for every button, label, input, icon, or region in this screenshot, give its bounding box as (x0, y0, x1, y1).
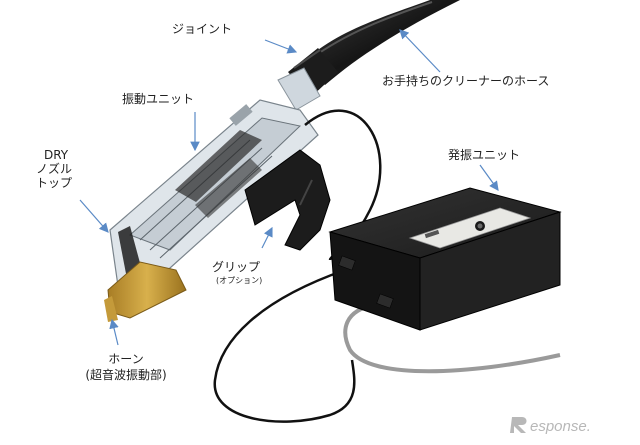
label-top: トップ (36, 176, 73, 190)
arrow-joint (264, 39, 298, 54)
power-cable (343, 303, 561, 374)
label-vibration-unit: 振動ユニット (122, 92, 195, 106)
label-oscillation-unit: 発振ユニット (448, 148, 521, 162)
label-dry: DRY (44, 148, 69, 162)
label-grip-option: (オプション) (216, 276, 263, 285)
svg-text:esponse.: esponse. (530, 418, 591, 435)
label-hose: お手持ちのクリーナーのホース (382, 74, 550, 88)
grip (244, 149, 331, 251)
callout-arrows (79, 29, 499, 346)
arrow-grip (261, 226, 273, 249)
label-grip: グリップ (212, 260, 261, 274)
arrow-oscillation-unit (479, 164, 499, 191)
label-horn-detail: (超音波振動部) (85, 368, 167, 382)
horn (104, 261, 187, 322)
nozzle-body (109, 99, 319, 305)
label-horn: ホーン (108, 352, 144, 366)
arrow-horn (109, 318, 119, 346)
arrow-hose (399, 29, 441, 73)
joint (277, 67, 321, 111)
response-logo: esponse. (510, 417, 591, 435)
arrow-dry-nozzle (79, 199, 109, 233)
label-joint: ジョイント (172, 22, 233, 36)
label-nozzle: ノズル (36, 162, 73, 176)
oscillation-unit (328, 187, 562, 331)
